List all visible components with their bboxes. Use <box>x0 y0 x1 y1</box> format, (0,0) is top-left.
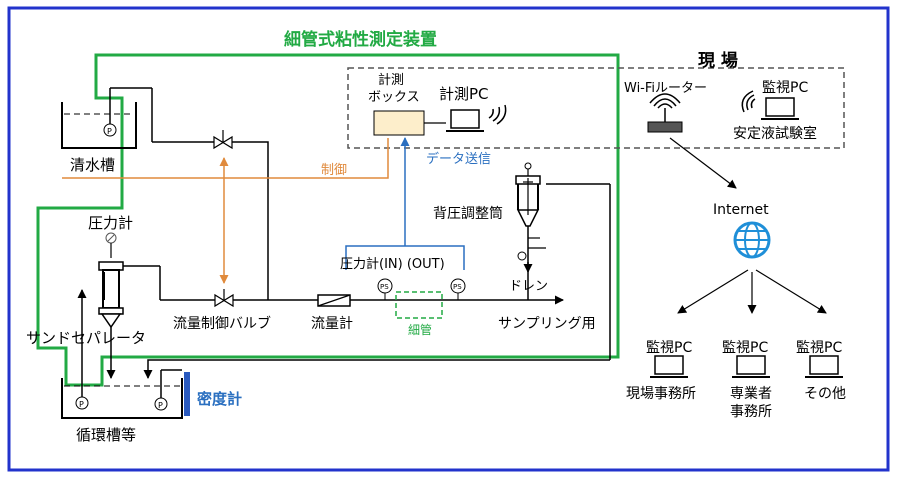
label-density-meter: 密度計 <box>197 390 242 408</box>
label-pc3: 監視PC <box>796 339 842 356</box>
flow-control-valve <box>214 289 234 308</box>
valve-top <box>213 130 233 150</box>
label-pressure-gauge: 圧力計 <box>88 214 133 232</box>
ps-letter-in: PS <box>380 283 389 291</box>
diagram-title: 細管式粘性測定装置 <box>284 29 437 50</box>
label-pc1-loc: 現場事務所 <box>626 386 696 402</box>
site-label: 現 場 <box>698 51 738 71</box>
pump-letter-circ-left: P <box>79 400 84 409</box>
label-capillary: 細管 <box>408 322 432 337</box>
apparatus-boundary <box>36 53 620 387</box>
label-box-line2: ボックス <box>368 90 420 105</box>
wifi-signal-icon-lab <box>741 90 756 113</box>
label-data-send: データ送信 <box>426 151 491 167</box>
circulation-tank <box>61 378 183 419</box>
label-pc2-loc2: 事務所 <box>730 404 772 420</box>
drain-valve <box>517 251 527 261</box>
wifi-router-icon <box>647 93 683 133</box>
label-monitor-pc-top: 監視PC <box>762 79 808 96</box>
monitor-pc-2-laptop <box>732 355 770 378</box>
label-flowmeter: 流量計 <box>311 316 353 332</box>
wifi-signal-icon <box>488 104 507 125</box>
label-pc1: 監視PC <box>646 339 692 356</box>
ps-letter-out: PS <box>453 283 462 291</box>
label-sampling: サンプリング用 <box>498 316 596 332</box>
label-drain: ドレン <box>509 279 548 294</box>
label-control: 制御 <box>321 163 347 178</box>
monitor-pc-1-laptop <box>650 355 688 378</box>
pump-clean-tank <box>103 123 117 137</box>
monitor-pc-3-laptop <box>805 355 843 378</box>
monitor-pc-top-laptop <box>761 97 799 120</box>
clean-water-tank <box>61 102 137 149</box>
label-backpressure: 背圧調整筒 <box>433 205 503 222</box>
label-pc3-loc: その他 <box>804 386 846 402</box>
label-box-line1: 計測 <box>378 72 404 88</box>
label-internet: Internet <box>713 202 769 218</box>
site-boundary <box>347 67 845 149</box>
internet-globe-icon <box>733 221 771 259</box>
label-clean-tank: 清水槽 <box>70 156 115 174</box>
label-circ-tank: 循環槽等 <box>76 426 136 444</box>
sand-separator <box>98 261 124 329</box>
measurement-box <box>373 110 425 136</box>
pump-letter-clean: P <box>107 127 112 136</box>
label-router: Wi-Fiルーター <box>624 81 707 96</box>
capillary-box <box>395 291 443 319</box>
density-meter <box>184 372 190 416</box>
label-flow-valve: 流量制御バルブ <box>173 315 271 332</box>
label-lab: 安定液試験室 <box>733 125 817 142</box>
label-pc2: 監視PC <box>722 339 768 356</box>
label-separator: サンドセパレータ <box>26 329 146 347</box>
label-measure-pc: 計測PC <box>439 85 489 103</box>
flowmeter <box>317 294 351 307</box>
label-pc2-loc1: 専業者 <box>730 386 772 402</box>
pump-letter-circ-right: P <box>158 401 163 410</box>
outer-frame <box>7 6 890 472</box>
label-pressure-inout: 圧力計(IN) (OUT) <box>340 256 445 272</box>
measurement-pc-laptop <box>446 109 484 132</box>
